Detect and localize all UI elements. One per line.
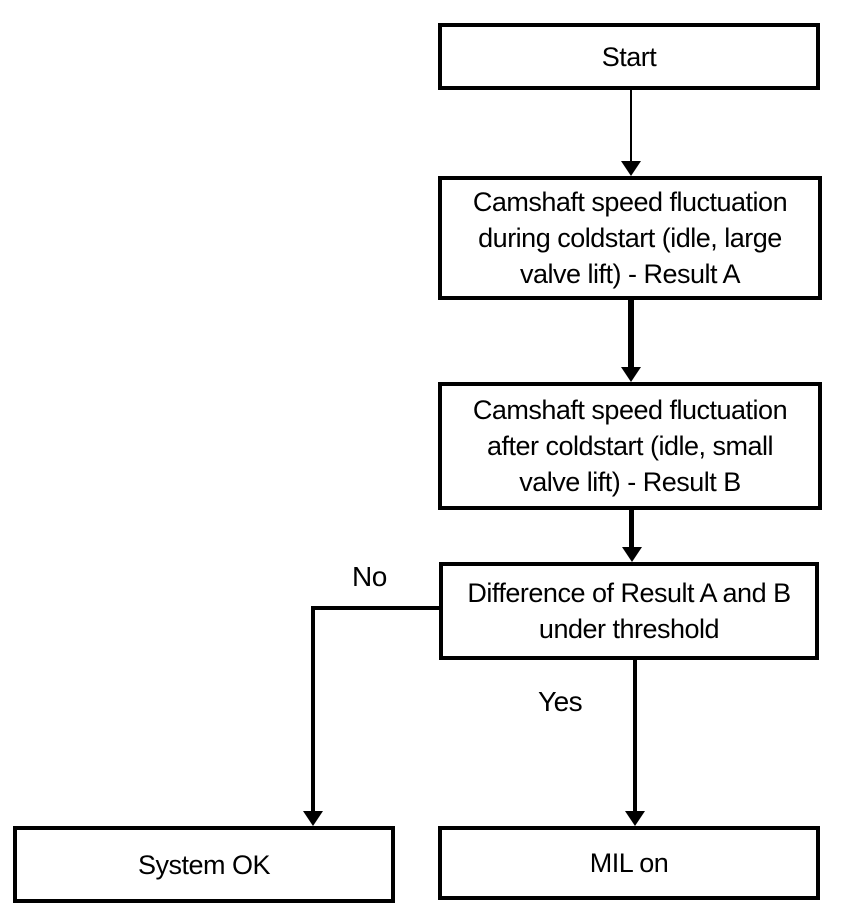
edge-label-yes: Yes <box>538 686 583 717</box>
edge-no-arrowhead-icon <box>303 811 323 826</box>
edge-no-horizontal-line <box>311 606 439 610</box>
edge-yes-arrowhead-icon <box>625 811 645 826</box>
node-mil-on: MIL on <box>438 826 820 900</box>
edge-start-to-result-a-arrowhead-icon <box>621 161 641 176</box>
node-start: Start <box>438 23 820 90</box>
edge-label-no: No <box>352 561 387 592</box>
edge-result-a-to-result-b-arrowhead-icon <box>621 367 641 382</box>
edge-no-vertical-line <box>311 606 315 812</box>
node-decision: Difference of Result A and B under thres… <box>439 562 819 660</box>
edge-result-b-to-decision-arrowhead-icon <box>622 547 642 562</box>
node-system-ok: System OK <box>13 826 395 903</box>
edge-start-to-result-a-line <box>630 90 632 162</box>
edge-result-b-to-decision-line <box>629 510 634 548</box>
node-result-b: Camshaft speed fluctuation after coldsta… <box>438 382 822 510</box>
node-result-a: Camshaft speed fluctuation during coldst… <box>438 176 822 300</box>
edge-result-a-to-result-b-line <box>628 300 634 368</box>
edge-yes-vertical-line <box>633 660 637 812</box>
